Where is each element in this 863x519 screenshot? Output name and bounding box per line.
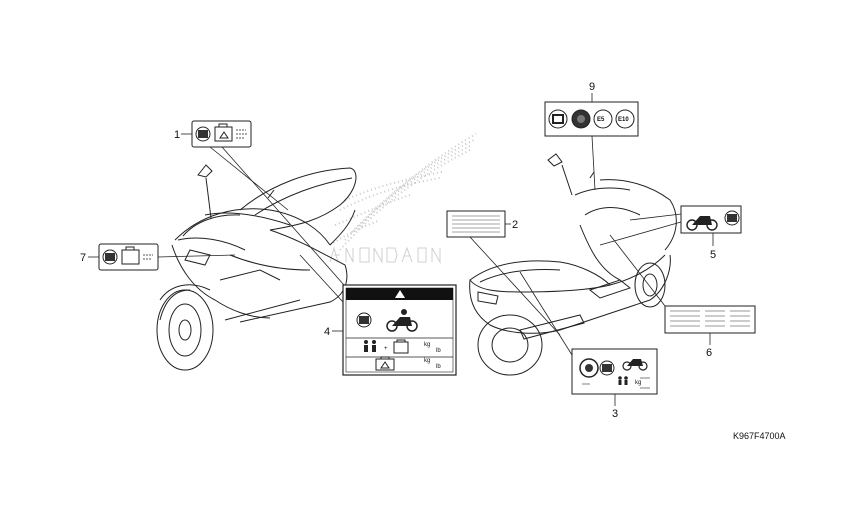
fuel-badge-e5: E5 [597,117,605,123]
label-6-sticker [98,243,159,271]
manual-book-icon [356,312,372,328]
manual-book-icon [102,249,118,265]
label-5-sticker [680,205,742,234]
label-1-sticker [191,120,252,148]
luggage-icon [375,356,395,371]
attachment-lines [157,135,682,356]
tire-icon [579,358,599,378]
label-3-unit: kg [635,380,641,386]
label-4-sticker: + kg lb kg lb [342,284,457,376]
warning-triangle-icon [395,290,405,298]
scooter-right-view [469,153,677,376]
label-4-weight-unit-lb: lb [436,348,441,354]
motorcycle-icon [386,309,418,332]
label-4-luggage-unit-lb: lb [436,364,441,370]
honda-wordmark-watermark [329,246,441,264]
callout-2: 2 [512,219,518,231]
diagram-code: K967F4700A [733,431,786,441]
callout-4: 4 [324,326,330,338]
manual-book-icon [724,210,740,226]
svg-text:+: + [384,346,388,352]
motorcycle-icon [622,359,648,371]
label-2-sticker [446,210,506,238]
manual-book-icon [195,126,211,142]
callout-7: 6 [706,347,712,359]
callout-9: 9 [589,81,595,93]
callout-6: 7 [80,252,86,264]
manual-book-icon [571,109,591,129]
luggage-icon [214,123,233,142]
fuel-pump-icon [548,109,568,129]
callout-3: 3 [612,408,618,420]
manual-book-icon [599,360,615,376]
luggage-icon [393,339,409,354]
label-4-weight-unit-kg: kg [424,342,430,348]
callout-5: 5 [710,249,716,261]
label-3-sticker: kg [571,348,658,395]
person-icon [618,376,628,385]
honda-wing-watermark [329,133,477,251]
motorcycle-icon [686,216,718,231]
person-icon [364,340,376,352]
label-4-luggage-unit-kg: kg [424,358,430,364]
label-7-sticker [664,305,756,334]
label-9-sticker: E5 E10 [544,101,639,137]
scooter-left-view [156,164,357,371]
luggage-icon [121,246,140,265]
fuel-badge-e10: E10 [618,117,629,123]
callout-1: 1 [174,129,180,141]
